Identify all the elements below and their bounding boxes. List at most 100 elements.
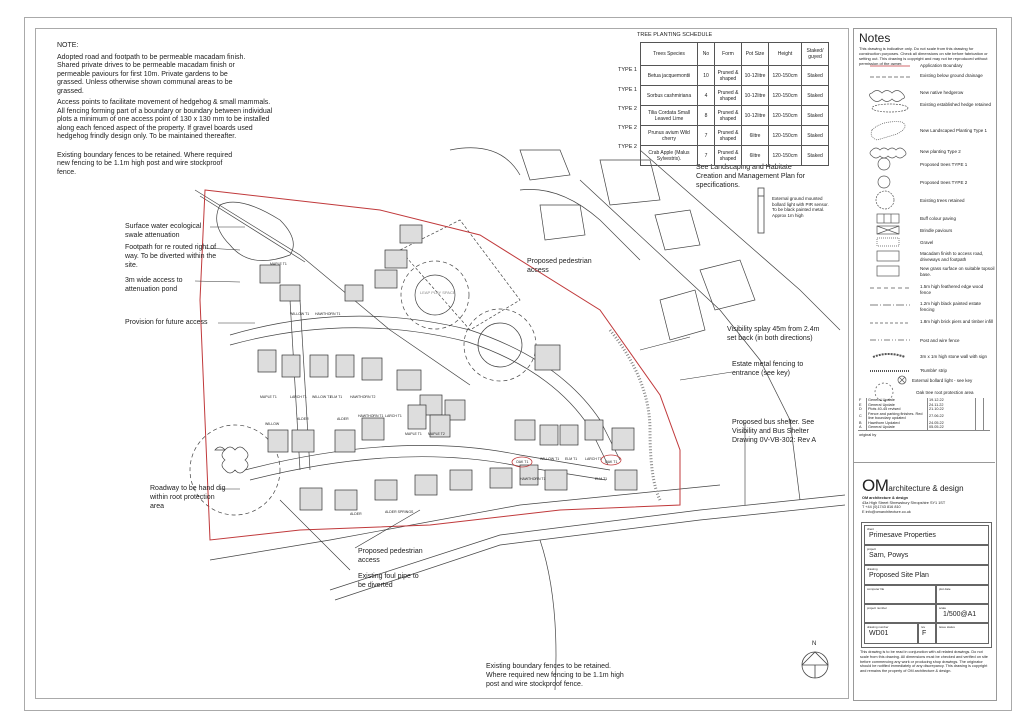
- plot-label: MAPLE T1: [270, 262, 287, 266]
- application-boundary: [199, 189, 681, 541]
- note-paragraph-boundary: Existing boundary fences to be retained.…: [57, 151, 233, 176]
- plot-label: MAPLE T2: [428, 432, 445, 436]
- plot-label: HAWTHORN T1: [520, 477, 546, 481]
- legend-item: Proposed trees TYPE 1: [920, 162, 968, 167]
- drawing-title-value: Proposed Site Plan: [869, 572, 929, 579]
- legend-item: New planting Type 2: [920, 149, 961, 154]
- plot-label: ALDER: [350, 512, 362, 516]
- callout-landscaping-plan: See Landscaping and Habitate Creation an…: [696, 164, 805, 189]
- client-field: client Primesave Properties: [864, 525, 989, 545]
- callout-future-access: Provision for future access: [125, 319, 208, 326]
- legend-item: Existing below ground drainage: [920, 73, 983, 78]
- north-label: N: [812, 641, 817, 647]
- row-type: TYPE 1: [618, 67, 637, 73]
- plot-label: LARCH T1: [385, 414, 402, 418]
- callout-3m-access: 3m wide access to attenuation pond: [125, 277, 183, 293]
- plot-label: LARCH T1: [585, 457, 602, 461]
- tree-schedule-title: TREE PLANTING SCHEDULE: [637, 32, 713, 38]
- cell-height: 120-150cm: [768, 145, 802, 166]
- drawing-field: drawing Proposed Site Plan: [864, 565, 989, 585]
- rev-value: F: [922, 630, 927, 637]
- sheet-outer-frame: [24, 17, 1012, 711]
- cell-species: Crab Apple (Malus Sylvestris).: [640, 145, 698, 166]
- plot-label: ALDER SPRINGS: [385, 510, 414, 514]
- company-street: 43a High Street Shrewsbury Shropshire SY…: [862, 500, 946, 505]
- plot-label: WILLOW: [265, 422, 280, 426]
- legend-item: New native hedgerow: [920, 90, 964, 95]
- callout-estate-fencing: Estate metal fencing to entrance (see ke…: [732, 361, 804, 377]
- legend-item: Application Boundary: [920, 63, 963, 68]
- rev-field: rev F: [918, 623, 936, 644]
- legend-item: Macadam finish to access road, driveways…: [920, 251, 984, 262]
- note-paragraph-fencing: All fencing forming part of a boundary o…: [57, 107, 273, 141]
- tree-planting-schedule: Trees Species No Form Pot Size Height St…: [640, 42, 829, 166]
- table-row: Crab Apple (Malus Sylvestris). 7 Pruned …: [640, 145, 829, 166]
- plot-label: MAPLE T1: [260, 395, 277, 399]
- row-type: TYPE 1: [618, 87, 637, 93]
- logo-om: OM: [862, 476, 889, 495]
- callout-pedestrian-access-north: Proposed pedestrian access: [527, 258, 592, 274]
- legend-item: Post and wire fence: [920, 338, 960, 343]
- legend-item: External bollard light - see key: [912, 378, 973, 383]
- company-address: OM architecture & design 43a High Street…: [862, 496, 945, 514]
- general-notes: NOTE: Adopted road and footpath to be pe…: [57, 42, 277, 180]
- client-value: Primesave Properties: [869, 532, 936, 539]
- callout-foul-pipe: Existing foul pipe to be diverted: [358, 573, 419, 589]
- issue-status-field: issue status: [936, 623, 989, 644]
- legend-panel: [853, 28, 997, 701]
- drawing-number-field: drawing number WD01: [864, 623, 918, 644]
- legend-item: 1.2m high black painted estate fencing: [920, 301, 982, 312]
- callout-footpath: Footpath for re routed right of way. To …: [125, 244, 217, 269]
- scale-value: 1/500@A1: [943, 611, 977, 618]
- cell-staked: Staked: [801, 125, 829, 146]
- note-paragraph-hedgehog: Access points to facilitate movement of …: [57, 99, 271, 106]
- project-field: project Sarn, Powys: [864, 545, 989, 565]
- legend-item: Oak tree root protection area: [916, 390, 974, 395]
- plot-label: ALDER: [337, 417, 349, 421]
- callout-visibility-splay: Visibility splay 45m from 2.4m set back …: [727, 326, 820, 342]
- legend-item: 1.8m high brick piers and timber infill: [920, 319, 994, 324]
- plot-label: ALDER: [297, 417, 309, 421]
- legend-title: Notes: [859, 31, 891, 45]
- legend-item: Brindle paviours: [920, 228, 953, 233]
- company-phone: T +44 (0)1743 816 810: [862, 505, 901, 510]
- legend-item: Gravel: [920, 240, 934, 245]
- bottom-fence-note: Existing boundary fences to be retained.…: [486, 663, 624, 688]
- leap-label: LEAP PLAY SPACE: [420, 290, 456, 295]
- plot-label: ELM T1: [565, 457, 578, 461]
- project-value: Sarn, Powys: [869, 552, 909, 559]
- callout-swale: Surface water ecological swale attenuati…: [125, 223, 202, 239]
- col-form: Form: [714, 42, 742, 66]
- legend-item: Existing established hedge retained: [920, 102, 992, 107]
- plot-label: OAK T1: [605, 460, 618, 464]
- plot-label: ELM T1: [595, 477, 608, 481]
- col-height: Height: [768, 42, 802, 66]
- divider: [853, 462, 995, 463]
- legend-item: New grass surface on suitable topsoil ba…: [920, 266, 995, 277]
- company-name: OM architecture & design: [862, 496, 908, 500]
- original-by: original by: [858, 429, 990, 437]
- notes-heading: NOTE:: [57, 42, 79, 49]
- table-row: Prunus avium Wild cherry 7 Pruned & shap…: [640, 125, 829, 146]
- computer-file-field: computer file: [864, 585, 936, 604]
- plot-label: OAK T1: [516, 460, 529, 464]
- table-row: Sorbus cashmiriana 4 Pruned & shaped 10-…: [640, 85, 829, 106]
- plot-label: LARCH T1: [290, 395, 307, 399]
- plot-label: ELM T1: [330, 395, 343, 399]
- row-type: TYPE 2: [618, 144, 637, 150]
- plot-date-field: plot date: [936, 585, 989, 604]
- plot-label: WILLOW T1: [290, 312, 310, 316]
- legend-item: 1.5m high feathered edge wood fence: [920, 284, 984, 295]
- disclaimer: This drawing is to be read in conjunctio…: [860, 650, 988, 674]
- callout-bollard-light: External ground mounted bollard light wi…: [772, 196, 829, 218]
- note-paragraph-surfaces: Adopted road and footpath to be permeabl…: [57, 53, 246, 95]
